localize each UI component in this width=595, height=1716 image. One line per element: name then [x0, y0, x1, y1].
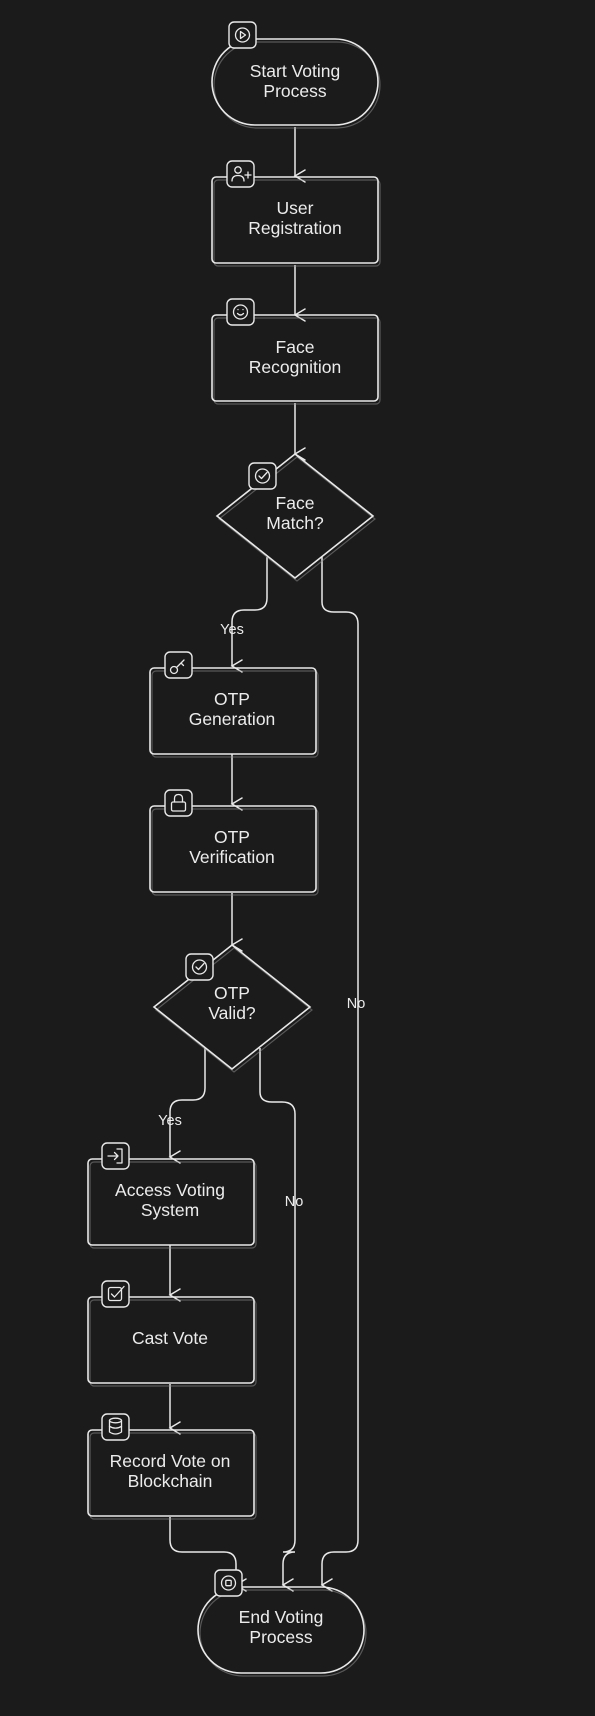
edge-face-match-yes — [230, 557, 268, 673]
edge-label-face-no: No — [347, 996, 366, 1012]
node-end: End Voting Process — [197, 1569, 367, 1677]
edge-face-match-no — [320, 557, 359, 1592]
edges — [168, 127, 359, 1592]
node-access-system: Access Voting System — [87, 1142, 257, 1249]
node-start: Start Voting Process — [211, 21, 381, 129]
node-otp-valid-line1: OTP — [214, 983, 250, 1003]
node-record-vote-line1: Record Vote on — [110, 1451, 231, 1471]
node-otp-valid: OTP Valid? — [152, 943, 313, 1073]
node-otp-valid-line2: Valid? — [208, 1003, 256, 1023]
node-face-match-line1: Face — [276, 493, 315, 513]
play-circle-icon — [228, 21, 257, 49]
database-icon — [101, 1413, 130, 1441]
node-otp-generation-line2: Generation — [189, 709, 276, 729]
node-registration-line1: User — [277, 198, 314, 218]
node-access-system-line1: Access Voting — [115, 1180, 225, 1200]
node-otp-verification-line1: OTP — [214, 827, 250, 847]
node-face-recognition-line2: Recognition — [249, 357, 341, 377]
edge-labels: Yes No Yes No — [158, 622, 365, 1210]
log-in-icon — [101, 1142, 130, 1170]
node-access-system-line2: System — [141, 1200, 199, 1220]
node-registration-line2: Registration — [248, 218, 341, 238]
edge-otp-valid-yes — [168, 1048, 206, 1164]
stop-circle-icon — [214, 1569, 243, 1597]
node-record-vote-line2: Blockchain — [128, 1471, 213, 1491]
smile-icon — [226, 298, 255, 326]
node-cast-vote-label: Cast Vote — [132, 1328, 208, 1348]
edge-record-to-end — [169, 1517, 247, 1592]
node-end-line1: End Voting — [239, 1607, 324, 1627]
node-registration: User Registration — [211, 160, 381, 267]
node-otp-generation-line1: OTP — [214, 689, 250, 709]
node-face-recognition: Face Recognition — [211, 298, 381, 405]
check-circle-icon — [248, 462, 277, 490]
node-end-line2: Process — [249, 1627, 312, 1647]
node-record-vote: Record Vote on Blockchain — [87, 1413, 257, 1520]
check-circle-icon — [185, 953, 214, 981]
node-cast-vote: Cast Vote — [87, 1280, 257, 1387]
node-otp-generation: OTP Generation — [149, 651, 319, 758]
edge-label-otp-yes: Yes — [158, 1113, 182, 1129]
edge-label-otp-no: No — [285, 1194, 304, 1210]
node-start-line2: Process — [263, 81, 326, 101]
key-icon — [164, 651, 193, 679]
edge-label-face-yes: Yes — [220, 622, 244, 638]
node-otp-verification: OTP Verification — [149, 789, 319, 896]
user-plus-icon — [226, 160, 255, 188]
check-square-icon — [101, 1280, 130, 1308]
node-face-match-line2: Match? — [266, 513, 324, 533]
node-start-line1: Start Voting — [250, 61, 340, 81]
edge-otp-valid-no — [259, 1048, 296, 1592]
node-face-match: Face Match? — [215, 452, 376, 582]
node-face-recognition-line1: Face — [276, 337, 315, 357]
node-otp-verification-line2: Verification — [189, 847, 275, 867]
lock-icon — [164, 789, 193, 817]
